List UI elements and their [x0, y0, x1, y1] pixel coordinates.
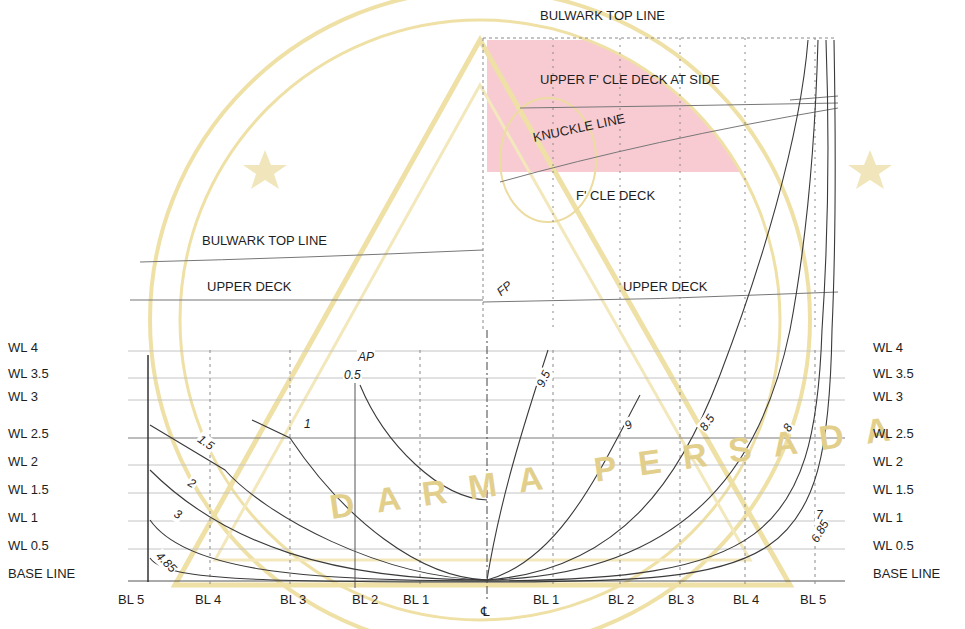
- line-label: BULWARK TOP LINE: [202, 233, 327, 248]
- deck-label: F' CLE DECK: [576, 188, 655, 203]
- deck-lines: [130, 96, 838, 302]
- perpendicular-label: FP: [493, 278, 516, 301]
- station-number: 8: [780, 420, 797, 435]
- buttock-label: BL 1: [533, 592, 559, 607]
- waterline-label: WL 3.5: [8, 366, 49, 381]
- grid-lines: [128, 38, 845, 600]
- line-label: UPPER F' CLE DECK AT SIDE: [540, 72, 720, 87]
- waterline-label: BASE LINE: [8, 566, 75, 581]
- deck-label: UPPER DECK: [207, 279, 292, 294]
- station-number: 0.5: [343, 368, 362, 383]
- waterline-label: WL 2: [8, 454, 38, 469]
- station-curves: [150, 40, 835, 582]
- buttock-label: BL 1: [403, 592, 429, 607]
- waterline-label: WL 3: [8, 389, 38, 404]
- station-number: 9.5: [533, 367, 554, 390]
- line-label: KNUCKLE LINE: [531, 111, 626, 145]
- station-number: 1.5: [194, 431, 218, 454]
- line-label: BULWARK TOP LINE: [540, 8, 665, 23]
- buttock-label: BL 4: [195, 592, 221, 607]
- buttock-label: BL 2: [352, 592, 378, 607]
- waterline-label: WL 3: [873, 389, 903, 404]
- waterline-label: WL 1: [8, 510, 38, 525]
- buttock-label: BL 3: [280, 592, 306, 607]
- centreline-symbol: ℄: [481, 604, 489, 619]
- waterline-label: WL 2.5: [873, 426, 914, 441]
- waterline-label: WL 1.5: [8, 482, 49, 497]
- waterline-label: BASE LINE: [873, 566, 940, 581]
- waterline-label: WL 0.5: [873, 538, 914, 553]
- watermark-logo: [150, 0, 892, 629]
- station-number: 4.85: [152, 548, 181, 577]
- deck-label: UPPER DECK: [623, 279, 708, 294]
- station-number: 3: [170, 506, 185, 523]
- station-number: 8.5: [696, 411, 719, 435]
- station-number: 6.85: [808, 517, 834, 546]
- waterline-label: WL 4: [8, 340, 38, 355]
- station-number: 1: [303, 417, 312, 432]
- buttock-label: BL 5: [800, 592, 826, 607]
- station-number: 9: [621, 417, 636, 434]
- waterline-label: WL 1.5: [873, 482, 914, 497]
- station-number: 2: [184, 475, 199, 492]
- waterline-label: WL 0.5: [8, 538, 49, 553]
- buttock-label: BL 2: [608, 592, 634, 607]
- perpendicular-label: AP: [357, 350, 375, 365]
- waterline-label: WL 2.5: [8, 426, 49, 441]
- waterline-label: WL 2: [873, 454, 903, 469]
- buttock-label: BL 5: [118, 592, 144, 607]
- buttock-label: BL 3: [668, 592, 694, 607]
- watermark-text: DARMA PERSADA: [329, 418, 912, 515]
- waterline-label: WL 1: [873, 510, 903, 525]
- waterline-label: WL 4: [873, 340, 903, 355]
- buttock-label: BL 4: [733, 592, 759, 607]
- waterline-label: WL 3.5: [873, 366, 914, 381]
